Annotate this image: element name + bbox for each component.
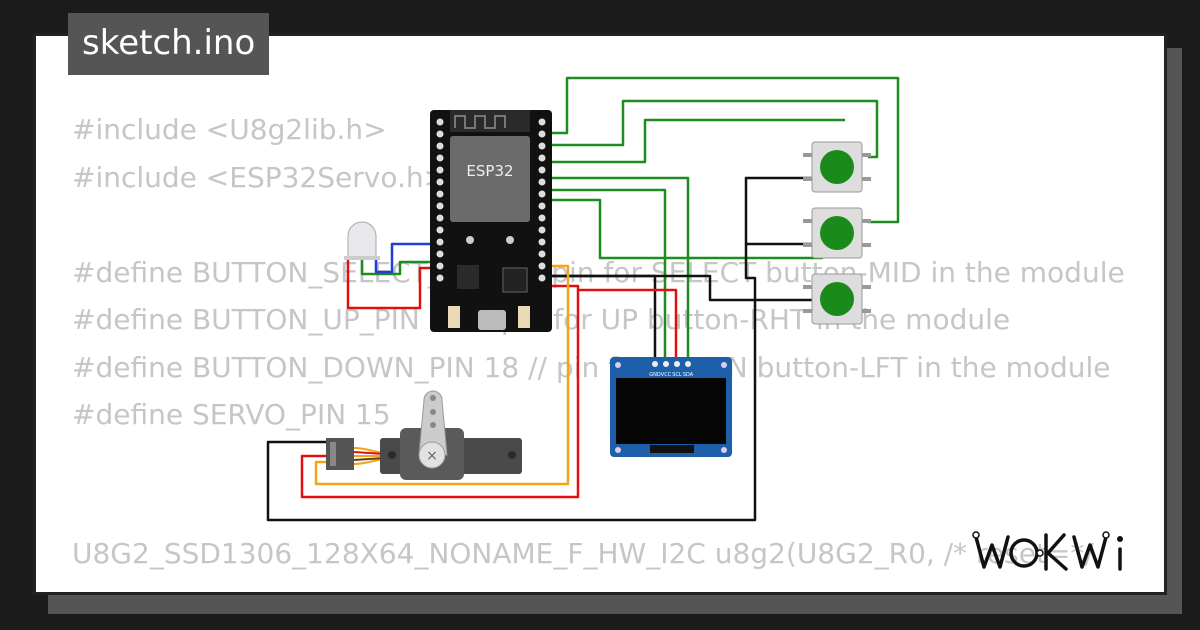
wires <box>266 76 900 522</box>
wire-black-2 <box>744 176 812 246</box>
oled-pin-gnd: GND <box>649 372 661 378</box>
svg-text:×: × <box>426 448 438 464</box>
wire-black-4 <box>543 274 657 362</box>
wire-green-5 <box>543 188 667 362</box>
wire-green-2 <box>543 99 879 159</box>
oled-pin-sda: SDA <box>683 372 694 378</box>
wire-black-1 <box>543 274 822 302</box>
project-preview-card[interactable]: #include <U8g2lib.h> #include <ESP32Servo… <box>33 33 1167 595</box>
code-line: #define BUTTON_DOWN_PIN 18 // pin for DO… <box>72 350 1111 384</box>
code-line: #include <ESP32Servo.h> <box>72 160 448 194</box>
oled-display[interactable]: GND VCC SCL SDA <box>610 357 732 457</box>
wire-green-1 <box>543 76 900 224</box>
code-line: #define SERVO_PIN 15 <box>72 398 391 431</box>
oled-pin-scl: SCL <box>672 372 682 378</box>
wire-black-3 <box>266 244 757 522</box>
file-tab[interactable]: sketch.ino <box>68 13 270 75</box>
push-button-1[interactable] <box>803 141 871 193</box>
servo-motor[interactable]: × <box>326 390 522 480</box>
esp32-label: ESP32 <box>466 162 513 180</box>
wire-green-led <box>360 258 433 276</box>
push-button-3[interactable] <box>803 273 871 325</box>
code-line: #include <U8g2lib.h> <box>72 113 387 146</box>
wire-red-1 <box>300 284 580 499</box>
wire-green-4 <box>543 176 690 362</box>
wire-green-6 <box>543 198 824 260</box>
esp32-board[interactable]: ESP32 <box>430 110 552 332</box>
code-line-bottom: U8G2_SSD1306_128X64_NONAME_F_HW_I2C u8g2… <box>72 537 1094 570</box>
wire-orange-servo <box>314 264 570 486</box>
wire-blue-led <box>374 242 433 274</box>
wokwi-logo <box>972 531 1123 571</box>
push-button-2[interactable] <box>803 207 871 259</box>
esp32-pins-right <box>538 118 546 282</box>
wire-green-3 <box>543 118 845 164</box>
esp32-pins-left <box>436 118 444 282</box>
wire-red-led <box>346 258 433 310</box>
rgb-led[interactable] <box>344 221 380 260</box>
oled-pin-vcc: VCC <box>661 372 672 378</box>
wire-red-2 <box>578 288 678 362</box>
